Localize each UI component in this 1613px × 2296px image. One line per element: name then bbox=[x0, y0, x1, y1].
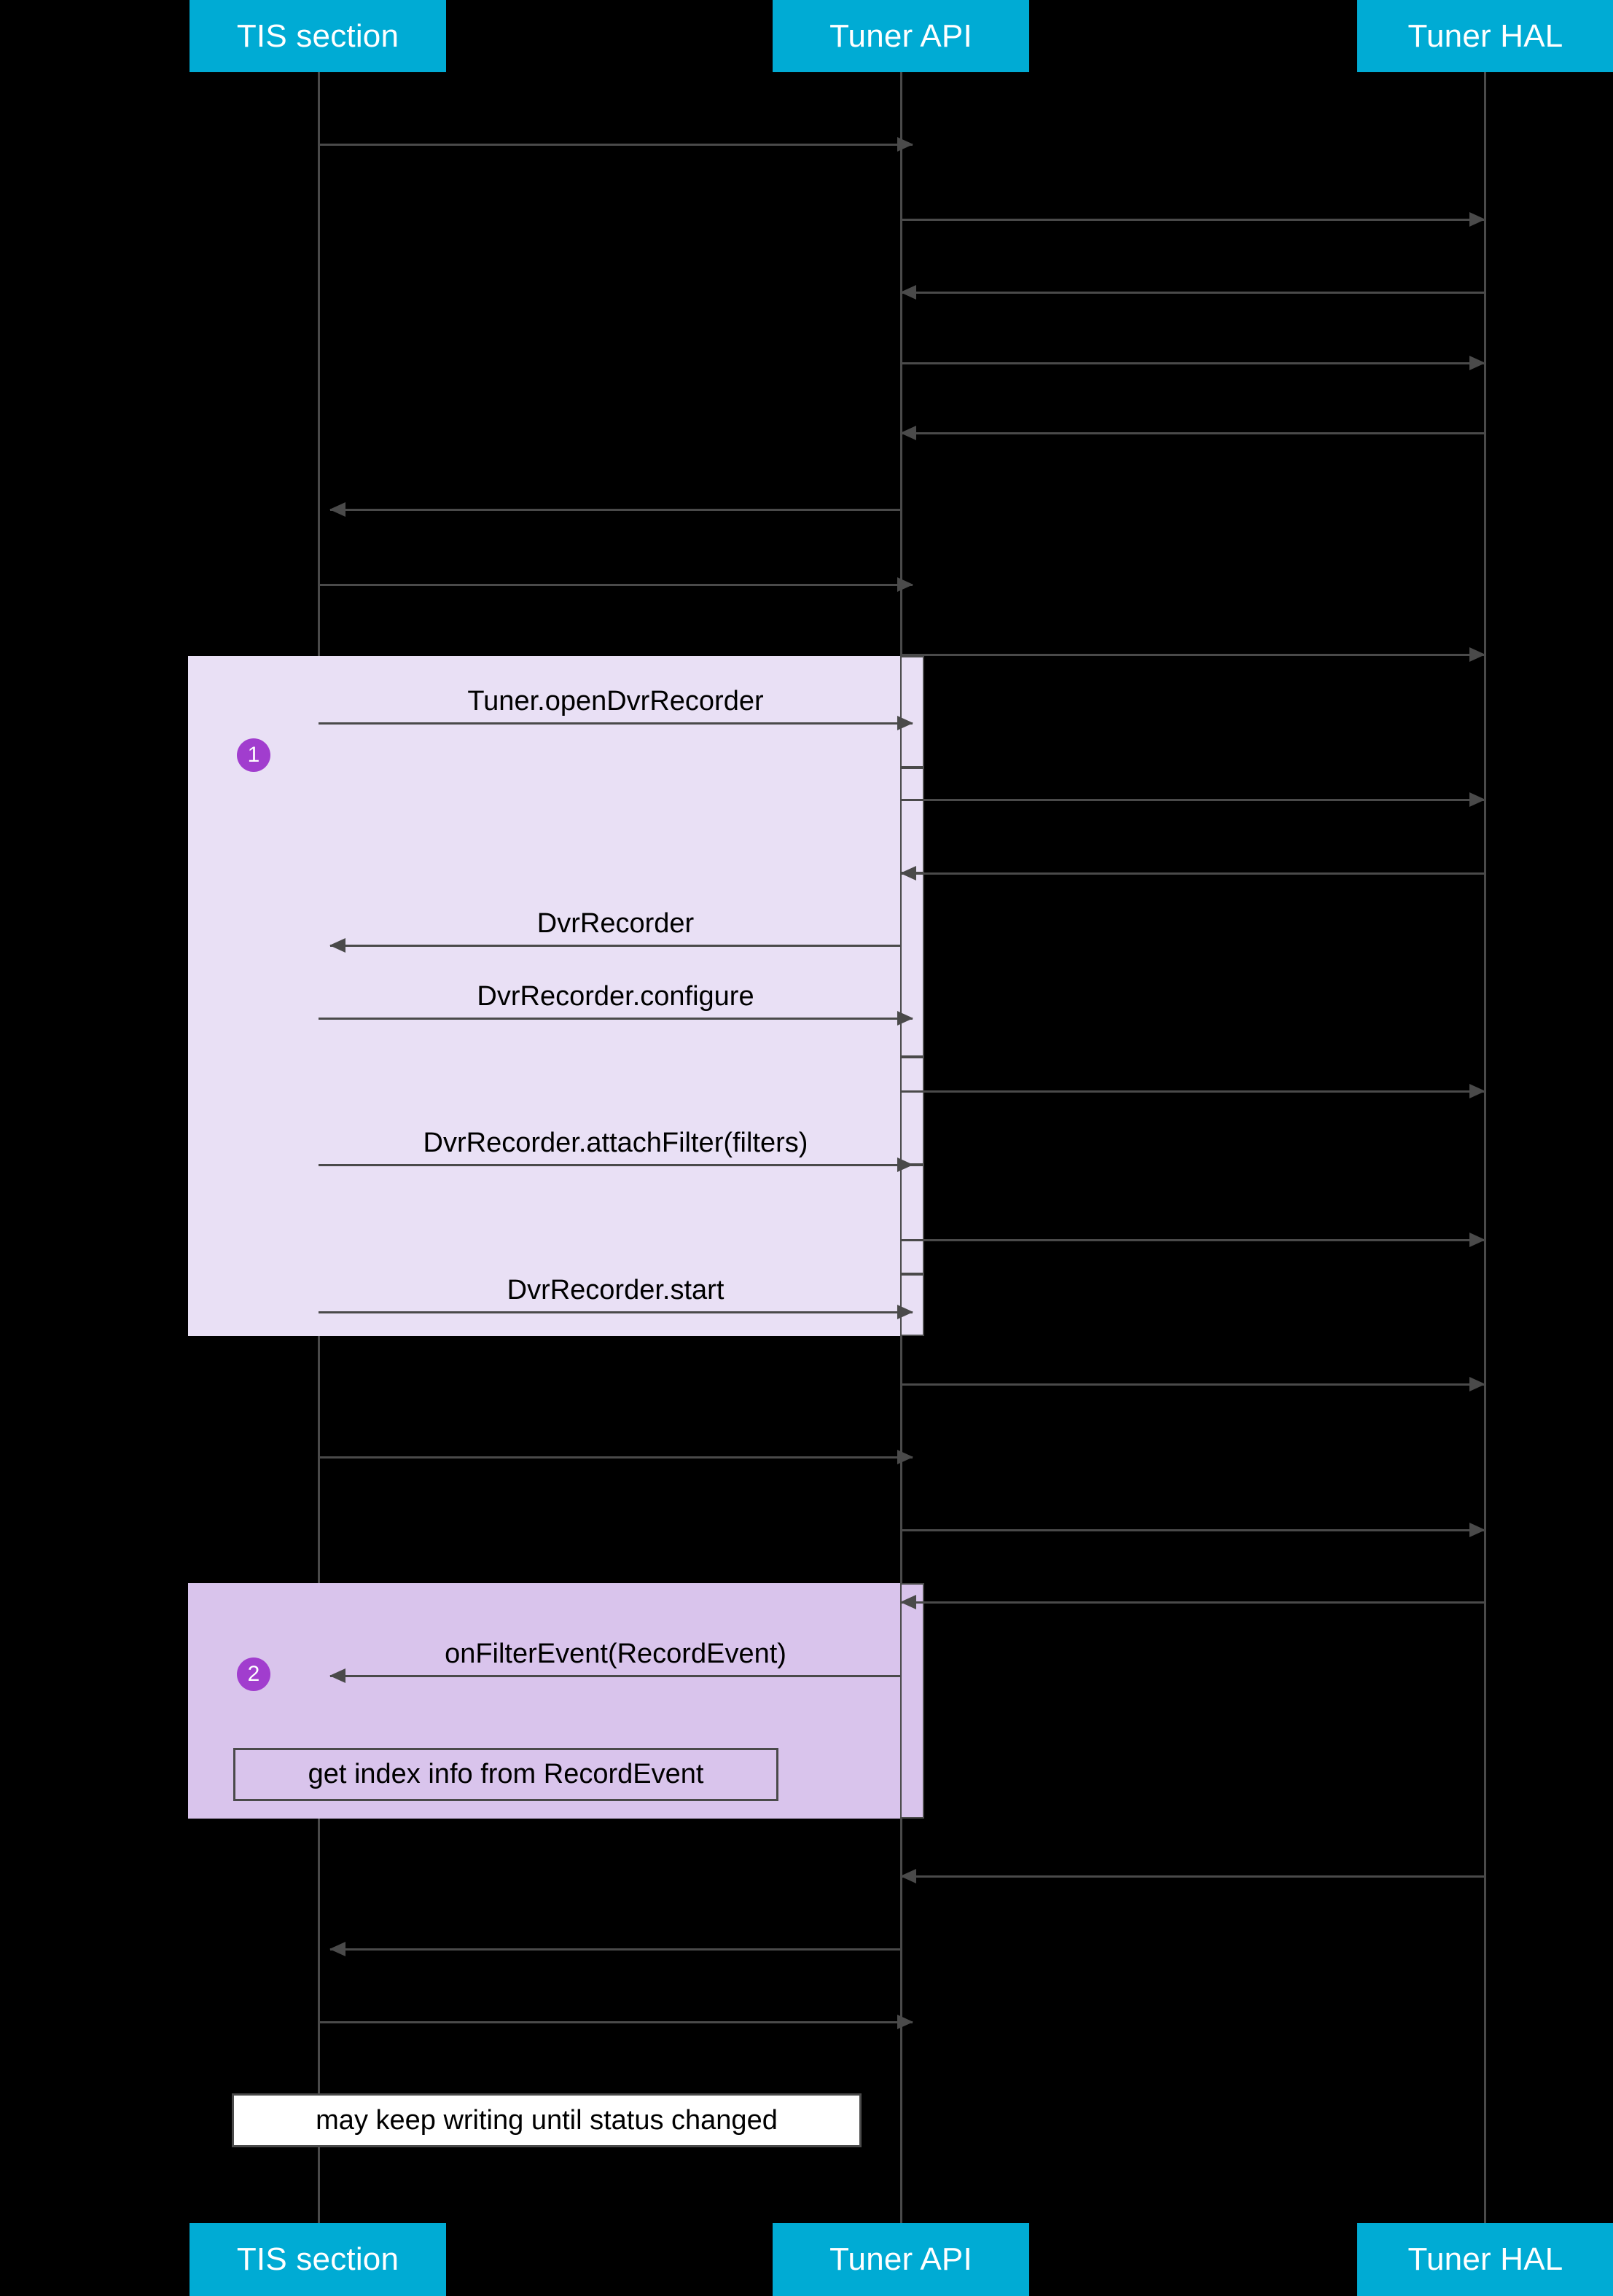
message-m24 bbox=[329, 1942, 901, 1956]
arrow-head-icon bbox=[1469, 647, 1485, 662]
message-m10 bbox=[901, 792, 1485, 807]
arrow-head-icon bbox=[900, 866, 916, 880]
message-m19 bbox=[319, 1450, 913, 1464]
header-participant-hal[interactable]: Tuner HAL bbox=[1357, 0, 1613, 72]
message-m09 bbox=[319, 716, 913, 730]
lifeline-hal bbox=[1484, 72, 1486, 2223]
message-label-m17: DvrRecorder.start bbox=[507, 1275, 725, 1305]
message-label-m12: DvrRecorder bbox=[536, 908, 695, 939]
arrow-head-icon bbox=[897, 2015, 913, 2029]
arrow-head-icon bbox=[897, 716, 913, 730]
message-label-m13: DvrRecorder.configure bbox=[477, 981, 754, 1012]
note-index: get index info from RecordEvent bbox=[233, 1748, 778, 1801]
arrow-head-icon bbox=[329, 1668, 345, 1683]
activation-bar-api bbox=[900, 656, 924, 768]
message-m03 bbox=[900, 285, 1485, 300]
activation-bar-api bbox=[900, 873, 924, 1057]
arrow-head-icon bbox=[1469, 1084, 1485, 1098]
arrow-head-icon bbox=[897, 1305, 913, 1319]
message-m20 bbox=[901, 1523, 1485, 1537]
arrow-head-icon bbox=[900, 1595, 916, 1609]
arrow-head-icon bbox=[897, 137, 913, 152]
arrow-head-icon bbox=[1469, 212, 1485, 227]
group-2-badge: 2 bbox=[237, 1657, 270, 1691]
message-m11 bbox=[900, 866, 1485, 880]
arrow-head-icon bbox=[1469, 1523, 1485, 1537]
message-m18 bbox=[901, 1377, 1485, 1391]
activation-bar-api bbox=[900, 768, 924, 873]
arrow-head-icon bbox=[897, 1450, 913, 1464]
header-participant-tis[interactable]: TIS section bbox=[190, 0, 446, 72]
arrow-head-icon bbox=[329, 502, 345, 517]
message-m05 bbox=[900, 426, 1485, 440]
message-m14 bbox=[901, 1084, 1485, 1098]
arrow-head-icon bbox=[329, 938, 345, 953]
message-label-m09: Tuner.openDvrRecorder bbox=[467, 686, 764, 716]
message-m12 bbox=[329, 938, 901, 953]
arrow-head-icon bbox=[897, 1157, 913, 1172]
group-1 bbox=[188, 656, 924, 1336]
arrow-head-icon bbox=[1469, 356, 1485, 370]
arrow-head-icon bbox=[897, 1011, 913, 1026]
arrow-head-icon bbox=[329, 1942, 345, 1956]
message-label-m22: onFilterEvent(RecordEvent) bbox=[445, 1639, 786, 1669]
message-m07 bbox=[319, 577, 913, 592]
footer-participant-hal[interactable]: Tuner HAL bbox=[1357, 2223, 1613, 2296]
message-m04 bbox=[901, 356, 1485, 370]
footer-participant-api[interactable]: Tuner API bbox=[773, 2223, 1029, 2296]
message-label-m15: DvrRecorder.attachFilter(filters) bbox=[423, 1128, 808, 1158]
message-m13 bbox=[319, 1011, 913, 1026]
message-m17 bbox=[319, 1305, 913, 1319]
footer-participant-tis[interactable]: TIS section bbox=[190, 2223, 446, 2296]
header-participant-api[interactable]: Tuner API bbox=[773, 0, 1029, 72]
message-m01 bbox=[319, 137, 913, 152]
activation-bar-api bbox=[900, 1165, 924, 1274]
message-m21 bbox=[900, 1595, 1485, 1609]
arrow-head-icon bbox=[900, 285, 916, 300]
activation-bar-api bbox=[900, 1057, 924, 1165]
arrow-head-icon bbox=[900, 1869, 916, 1883]
message-m25 bbox=[319, 2015, 913, 2029]
message-m08 bbox=[901, 647, 1485, 662]
arrow-head-icon bbox=[900, 426, 916, 440]
arrow-head-icon bbox=[1469, 792, 1485, 807]
arrow-head-icon bbox=[1469, 1233, 1485, 1247]
message-m15 bbox=[319, 1157, 913, 1172]
activation-bar-api bbox=[900, 1583, 924, 1819]
group-1-badge: 1 bbox=[237, 738, 270, 772]
message-m02 bbox=[901, 212, 1485, 227]
note-keep-writing: may keep writing until status changed bbox=[232, 2093, 862, 2147]
arrow-head-icon bbox=[1469, 1377, 1485, 1391]
arrow-head-icon bbox=[897, 577, 913, 592]
message-m06 bbox=[329, 502, 901, 517]
message-m22 bbox=[329, 1668, 901, 1683]
message-m16 bbox=[901, 1233, 1485, 1247]
message-m23 bbox=[900, 1869, 1485, 1883]
